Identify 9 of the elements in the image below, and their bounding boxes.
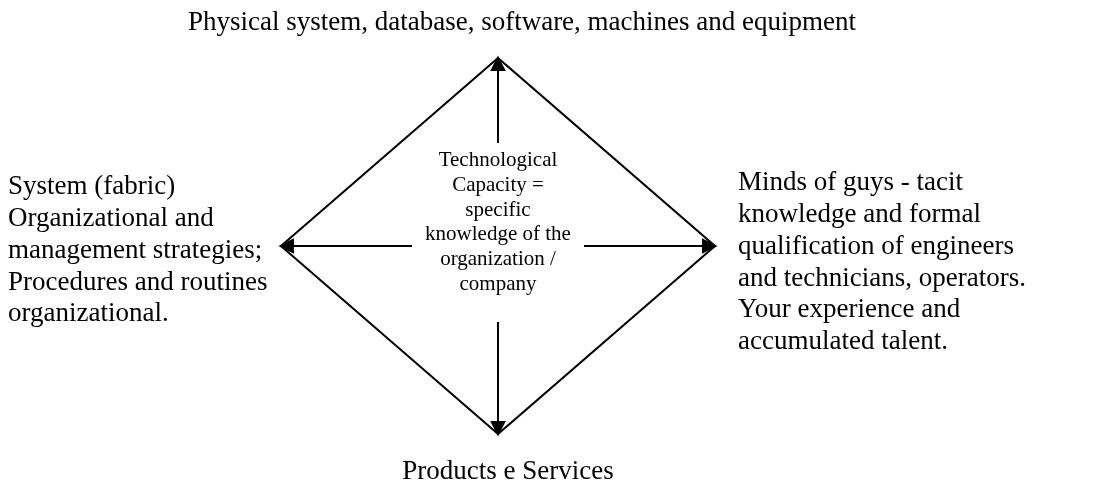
arrow	[490, 55, 506, 144]
arrow	[278, 238, 413, 254]
node-text: System (fabric) Organizational and management strategies; Procedures and routines organizational.	[8, 170, 269, 330]
node-text: Technological Capacity = specific knowledge of the organization / company	[424, 147, 572, 296]
arrow	[490, 321, 506, 437]
node-text: Minds of guys - tacit knowledge and formal qualification of engineers and technicians, operators. Your experience and accumulated talent.	[738, 166, 1027, 358]
arrow	[583, 238, 718, 254]
node-text: Physical system, database, software, machines and equipment	[186, 6, 858, 38]
node-text: Products e Services	[401, 455, 615, 487]
